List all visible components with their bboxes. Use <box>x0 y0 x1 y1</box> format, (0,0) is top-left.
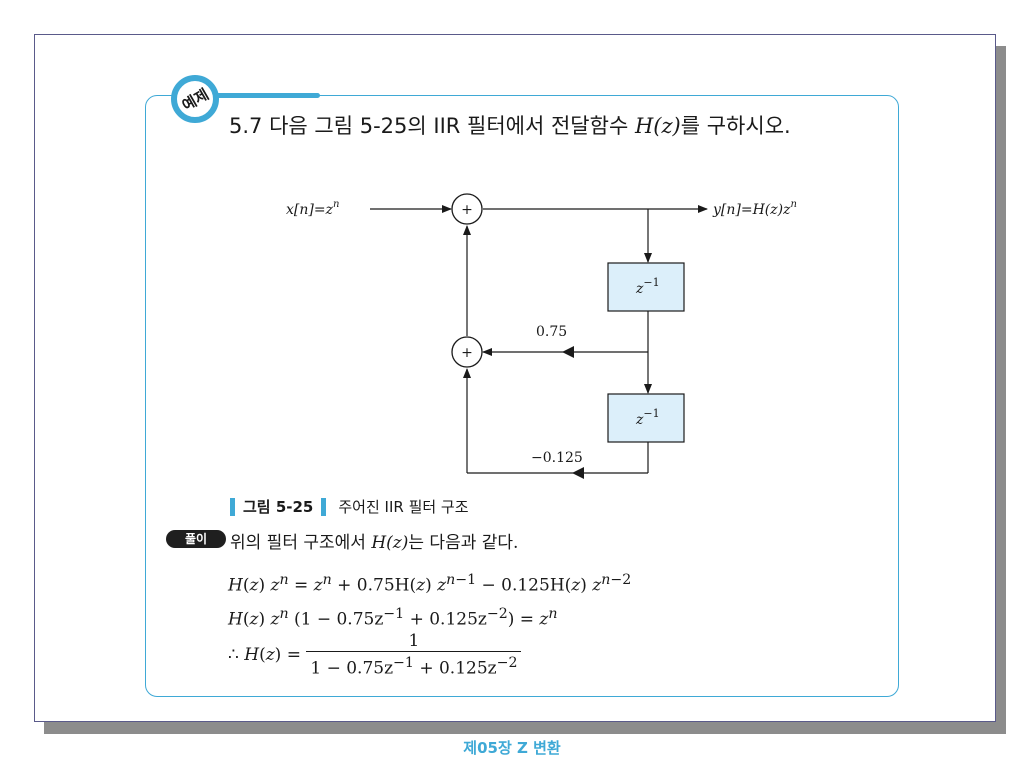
problem-title: 5.7 다음 그림 5-25의 IIR 필터에서 전달함수 H(z)를 구하시오… <box>229 110 791 140</box>
delay-block-1-label: z−1 <box>635 276 660 297</box>
adder-bottom-symbol: + <box>461 345 473 361</box>
solution-intro: 위의 필터 구조에서 H(z)는 다음과 같다. <box>230 528 518 553</box>
example-box <box>145 95 899 697</box>
equation-2: H(z) zn (1 − 0.75z−1 + 0.125z−2) = zn <box>228 606 558 630</box>
solution-intro-before: 위의 필터 구조에서 <box>230 533 366 553</box>
adder-top <box>451 193 483 225</box>
caption-bar-right <box>321 497 327 516</box>
adder-bottom <box>451 336 483 368</box>
delay-block-2 <box>607 393 685 443</box>
figure-caption-text: 주어진 IIR 필터 구조 <box>338 498 469 516</box>
figure-number: 그림 5-25 <box>243 498 314 516</box>
example-badge-icon: 예제 <box>171 75 219 123</box>
caption-bar-left <box>230 497 235 516</box>
solution-intro-after: 는 다음과 같다. <box>408 533 519 553</box>
badge-tail <box>214 93 320 98</box>
figure-caption: 그림 5-25 주어진 IIR 필터 구조 <box>230 496 469 517</box>
delay-block-2-label: z−1 <box>635 407 660 428</box>
output-label: y[n]=H(z)zn <box>712 199 797 218</box>
gain-1-label: 0.75 <box>536 324 567 340</box>
problem-text-after: 를 구하시오. <box>680 114 791 138</box>
problem-text-before: 다음 그림 5-25의 IIR 필터에서 전달함수 <box>269 114 629 138</box>
delay-block-1 <box>607 262 685 312</box>
gain2-arrowhead <box>572 467 584 479</box>
equation-1: H(z) zn = zn + 0.75H(z) zn−1 − 0.125H(z)… <box>228 572 632 596</box>
problem-math: H(z) <box>634 114 681 138</box>
chapter-footer: 제05장 Z 변환 <box>463 739 561 757</box>
gain-2-label: −0.125 <box>531 450 583 466</box>
gain1-arrowhead <box>562 346 574 358</box>
solution-intro-math: H(z) <box>371 533 409 553</box>
adder-top-symbol: + <box>461 202 473 218</box>
input-label: x[n]=zn <box>286 199 339 218</box>
solution-badge: 풀이 <box>166 530 226 548</box>
problem-number: 5.7 <box>229 114 263 138</box>
slide-frame <box>34 34 996 722</box>
